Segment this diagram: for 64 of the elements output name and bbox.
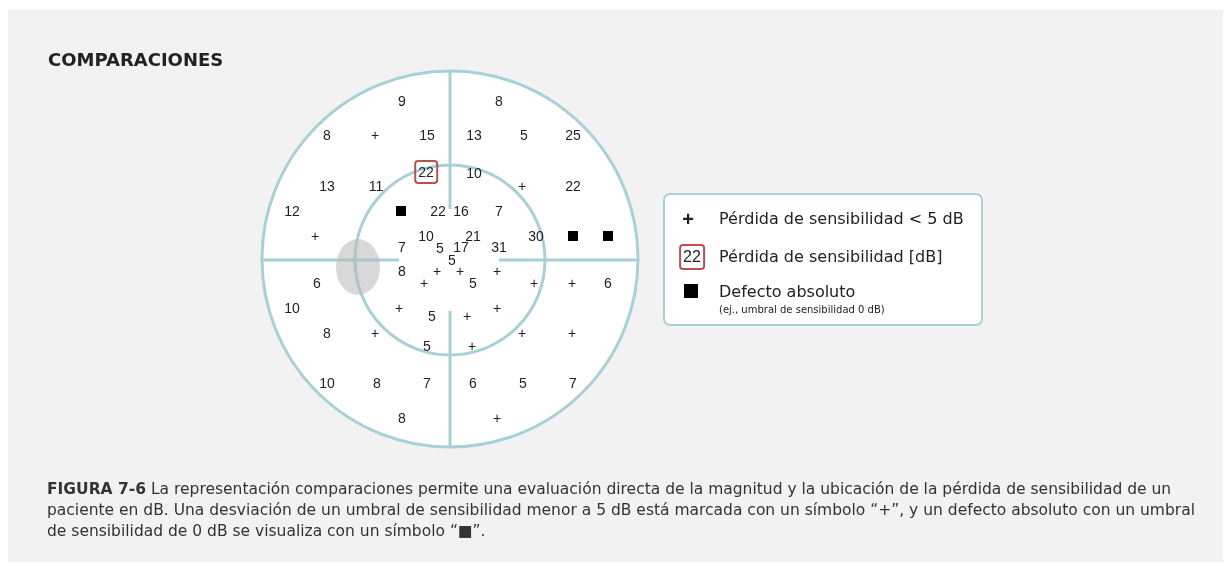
sensitivity-value: 13 bbox=[319, 179, 335, 193]
sensitivity-value: 22 bbox=[565, 179, 581, 193]
plus-sign: + bbox=[517, 326, 527, 340]
sensitivity-value: 8 bbox=[495, 94, 503, 108]
plus-sign: + bbox=[517, 179, 527, 193]
sensitivity-value: 10 bbox=[319, 376, 335, 390]
plus-sign: + bbox=[567, 276, 577, 290]
plus-sign: + bbox=[567, 326, 577, 340]
legend-text: Pérdida de sensibilidad < 5 dB bbox=[719, 209, 964, 228]
sensitivity-value: 8 bbox=[323, 128, 331, 142]
sensitivity-value: 5 bbox=[428, 309, 436, 323]
sensitivity-value: 15 bbox=[419, 128, 435, 142]
plus-sign: + bbox=[467, 339, 477, 353]
figure-caption: FIGURA 7-6 La representación comparaciones permite una evaluación directa de la magnitud y la ubicación de la pérdida de sensibilidad de un paciente en dB. Una desviación de un umbral de sensibilidad menor a 5 dB está marcada con un símbolo “+”, y un defecto absoluto con un umbral de sensibilidad de 0 dB se visualiza con un símbolo “■”. bbox=[47, 479, 1196, 542]
sensitivity-value: 10 bbox=[418, 229, 434, 243]
plus-sign: + bbox=[310, 229, 320, 243]
sensitivity-value: 5 bbox=[423, 339, 431, 353]
boxed-value: 22 bbox=[679, 244, 705, 270]
plus-sign: + bbox=[419, 276, 429, 290]
sensitivity-value: 21 bbox=[465, 229, 481, 243]
plus-sign: + bbox=[492, 411, 502, 425]
sensitivity-value: 30 bbox=[528, 229, 544, 243]
sensitivity-value: 10 bbox=[284, 301, 300, 315]
sensitivity-value: 31 bbox=[491, 240, 507, 254]
sensitivity-value: 8 bbox=[323, 326, 331, 340]
plus-sign: + bbox=[394, 301, 404, 315]
sensitivity-value: 7 bbox=[495, 204, 503, 218]
plus-sign: + bbox=[462, 309, 472, 323]
sensitivity-value: 5 bbox=[520, 128, 528, 142]
sensitivity-value: 8 bbox=[398, 411, 406, 425]
plus-sign: + bbox=[370, 128, 380, 142]
legend-text: Defecto absoluto bbox=[719, 282, 856, 301]
legend-text: Pérdida de sensibilidad [dB] bbox=[719, 247, 943, 266]
sensitivity-value: 7 bbox=[423, 376, 431, 390]
plus-sign: + bbox=[370, 326, 380, 340]
plus-sign: + bbox=[492, 301, 502, 315]
sensitivity-value: 5 bbox=[448, 253, 456, 267]
sensitivity-value: 13 bbox=[466, 128, 482, 142]
sensitivity-value: 11 bbox=[368, 179, 384, 193]
sensitivity-value: 17 bbox=[453, 240, 469, 254]
sensitivity-value: 8 bbox=[398, 264, 406, 278]
sensitivity-value: 9 bbox=[398, 94, 406, 108]
boxed-value: 22 bbox=[414, 160, 438, 184]
sensitivity-value: 25 bbox=[565, 128, 581, 142]
note-text: (ej., umbral de sensibilidad 0 dB) bbox=[719, 304, 885, 315]
sensitivity-value: 8 bbox=[373, 376, 381, 390]
plus-sign: + bbox=[432, 264, 442, 278]
sensitivity-value: 10 bbox=[466, 166, 482, 180]
plus-sign: + bbox=[455, 264, 465, 278]
sensitivity-value: 22 bbox=[430, 204, 446, 218]
sensitivity-value: 12 bbox=[284, 204, 300, 218]
sensitivity-value: 5 bbox=[469, 276, 477, 290]
plus-sign: + bbox=[682, 209, 694, 229]
sensitivity-value: 5 bbox=[519, 376, 527, 390]
sensitivity-value: 5 bbox=[436, 241, 444, 255]
sensitivity-value: 6 bbox=[469, 376, 477, 390]
title: COMPARACIONES bbox=[48, 49, 224, 70]
plus-sign: + bbox=[492, 264, 502, 278]
sensitivity-value: 6 bbox=[604, 276, 612, 290]
sensitivity-value: 7 bbox=[398, 240, 406, 254]
sensitivity-value: 7 bbox=[569, 376, 577, 390]
plus-sign: + bbox=[529, 276, 539, 290]
sensitivity-value: 6 bbox=[313, 276, 321, 290]
sensitivity-value: 16 bbox=[453, 204, 469, 218]
